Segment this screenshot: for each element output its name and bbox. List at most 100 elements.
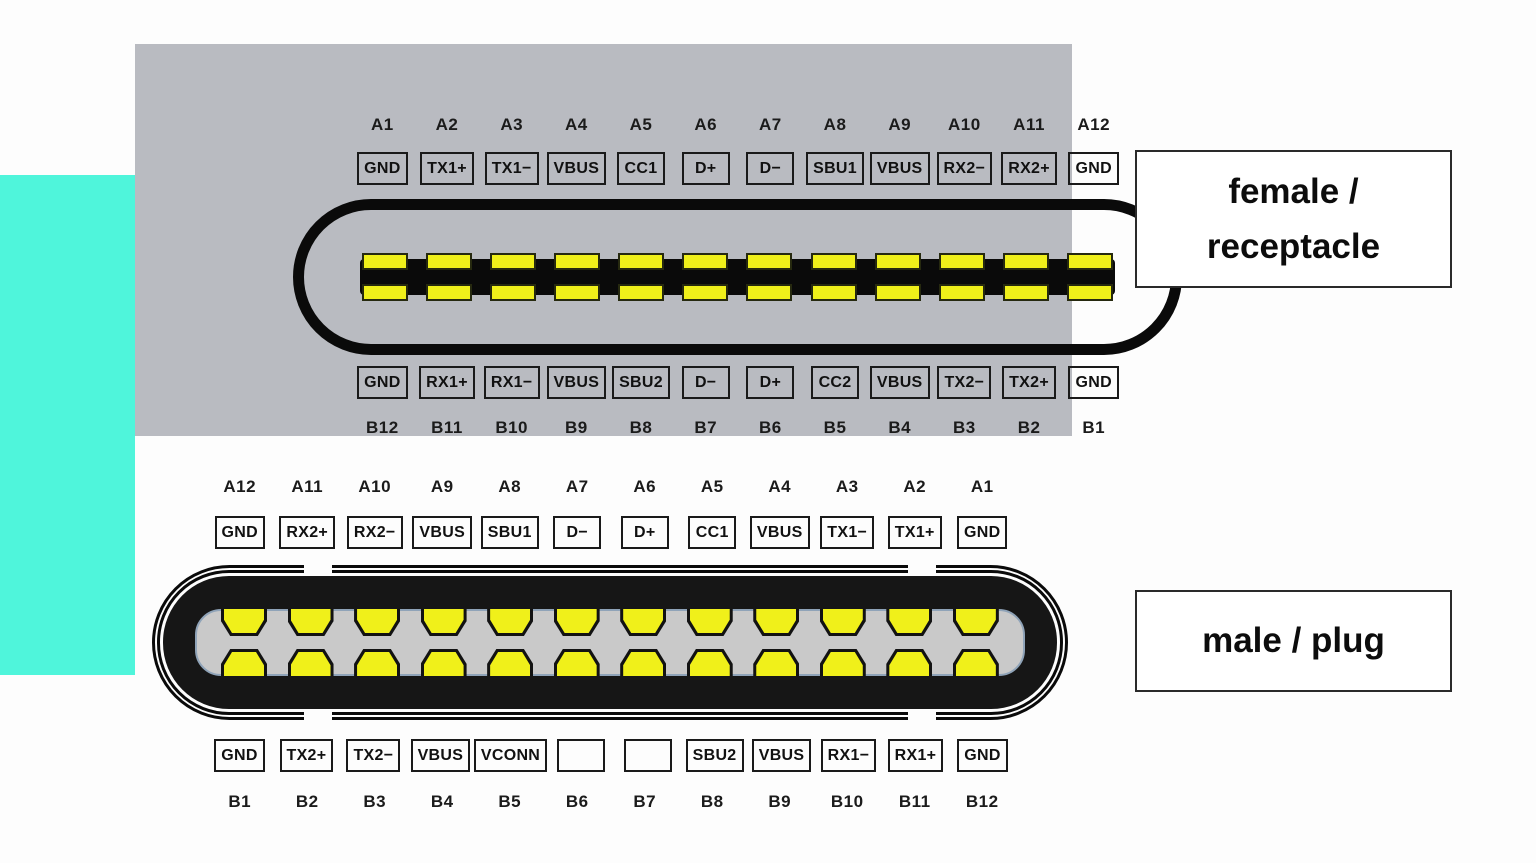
pin-number-label: B6 bbox=[759, 418, 782, 437]
contact-pin bbox=[1002, 284, 1049, 301]
pin-name-box: VBUS bbox=[869, 152, 930, 185]
pin-name-box: CC2 bbox=[811, 366, 860, 399]
contact-pin bbox=[554, 284, 601, 301]
pin-number-label: A12 bbox=[223, 477, 257, 496]
pin-name-box: RX2− bbox=[936, 152, 993, 185]
pin-name-box: RX2+ bbox=[279, 516, 336, 549]
contact-pin bbox=[886, 649, 933, 676]
contact-pin bbox=[620, 609, 667, 636]
contact-pin bbox=[490, 284, 537, 301]
pin-name-box: VBUS bbox=[749, 516, 810, 549]
contact-pin bbox=[426, 284, 473, 301]
pin-number-label: A10 bbox=[358, 477, 392, 496]
pin-number-label: A9 bbox=[888, 115, 912, 134]
pin-name-box: D− bbox=[681, 366, 730, 399]
outline-gap bbox=[908, 710, 936, 720]
pin-name-box: TX1− bbox=[484, 152, 539, 185]
pin-name-box: TX1+ bbox=[887, 516, 942, 549]
male-connector-shell bbox=[163, 576, 1057, 709]
contact-pin bbox=[553, 609, 600, 636]
pin-name-box: D− bbox=[553, 516, 602, 549]
pin-name-box: GND bbox=[957, 739, 1008, 772]
contact-pin bbox=[487, 649, 534, 676]
pin-name-box: GND bbox=[357, 366, 408, 399]
contact-pin bbox=[420, 609, 467, 636]
pin-name-box: RX2− bbox=[346, 516, 403, 549]
contact-pin bbox=[938, 253, 985, 270]
contact-pin bbox=[618, 284, 665, 301]
pin-name-box: TX1+ bbox=[420, 152, 474, 185]
pin-number-label: B5 bbox=[823, 418, 847, 437]
pin-name-box: GND bbox=[357, 152, 408, 185]
outline-gap bbox=[304, 710, 332, 720]
contact-pin bbox=[1066, 253, 1113, 270]
contact-pin bbox=[553, 649, 600, 676]
pin-name-box: D− bbox=[746, 152, 795, 185]
pin-name-box: VBUS bbox=[546, 152, 607, 185]
pin-number-label: B11 bbox=[898, 792, 931, 811]
pin-name-box: VBUS bbox=[751, 739, 812, 772]
pin-number-label: B4 bbox=[430, 792, 454, 811]
teal-accent-bar bbox=[0, 175, 135, 675]
contact-pin bbox=[682, 253, 729, 270]
pin-name-box: RX2+ bbox=[1001, 152, 1057, 185]
male-plug-label-box: male / plug bbox=[1135, 590, 1452, 692]
pin-name-box: SBU1 bbox=[806, 152, 864, 185]
pin-number-label: B11 bbox=[431, 418, 463, 437]
pin-name-box: D+ bbox=[681, 152, 730, 185]
male-connector-graphic bbox=[152, 565, 1068, 720]
pin-name-box: CC1 bbox=[617, 152, 666, 185]
contact-pin bbox=[221, 649, 267, 676]
pin-name-box: RX1+ bbox=[419, 366, 475, 399]
contact-pin bbox=[746, 284, 793, 301]
pin-number-label: A1 bbox=[370, 115, 394, 134]
pin-number-label: A3 bbox=[835, 477, 859, 496]
female-label-line2: receptacle bbox=[1206, 227, 1381, 266]
pin-number-label: B9 bbox=[768, 792, 792, 811]
contact-pin bbox=[810, 253, 857, 270]
pin-name-box: VBUS bbox=[410, 739, 471, 772]
pin-name-box: GND bbox=[1068, 152, 1119, 185]
pin-name-box bbox=[556, 739, 605, 772]
pin-number-label: B10 bbox=[495, 418, 529, 437]
pin-number-label: B4 bbox=[888, 418, 912, 437]
pin-number-label: A2 bbox=[903, 477, 927, 496]
pin-number-label: B3 bbox=[363, 792, 387, 811]
pin-number-label: A8 bbox=[823, 115, 847, 134]
pin-number-label: A5 bbox=[700, 477, 724, 496]
pin-name-box: GND bbox=[214, 516, 265, 549]
contact-pin bbox=[618, 253, 665, 270]
pin-number-label: A5 bbox=[629, 115, 653, 134]
contact-pin bbox=[362, 253, 408, 270]
pin-number-label: B7 bbox=[694, 418, 718, 437]
pin-number-label: B1 bbox=[228, 792, 252, 811]
pin-name-box: GND bbox=[957, 516, 1008, 549]
contact-pin bbox=[686, 609, 733, 636]
pin-number-label: B6 bbox=[565, 792, 589, 811]
contact-pin bbox=[682, 284, 729, 301]
pin-number-label: B2 bbox=[295, 792, 319, 811]
contact-pin bbox=[354, 609, 401, 636]
pin-name-box: D+ bbox=[620, 516, 669, 549]
pin-name-box: TX2− bbox=[937, 366, 992, 399]
pin-name-box bbox=[623, 739, 672, 772]
contact-pin bbox=[420, 649, 467, 676]
pin-name-box: CC1 bbox=[688, 516, 737, 549]
contact-pin bbox=[886, 609, 933, 636]
pin-name-box: VBUS bbox=[546, 366, 607, 399]
contact-pin bbox=[819, 649, 866, 676]
pin-number-label: B3 bbox=[953, 418, 976, 437]
pin-name-box: SBU2 bbox=[685, 739, 744, 772]
contact-pin bbox=[554, 253, 601, 270]
contact-pin bbox=[686, 649, 733, 676]
male-connector-outline-inner bbox=[157, 570, 1063, 715]
male-connector-outline-outer bbox=[152, 565, 1068, 720]
contact-pin bbox=[1066, 284, 1113, 301]
male-connector-cavity bbox=[195, 609, 1025, 676]
